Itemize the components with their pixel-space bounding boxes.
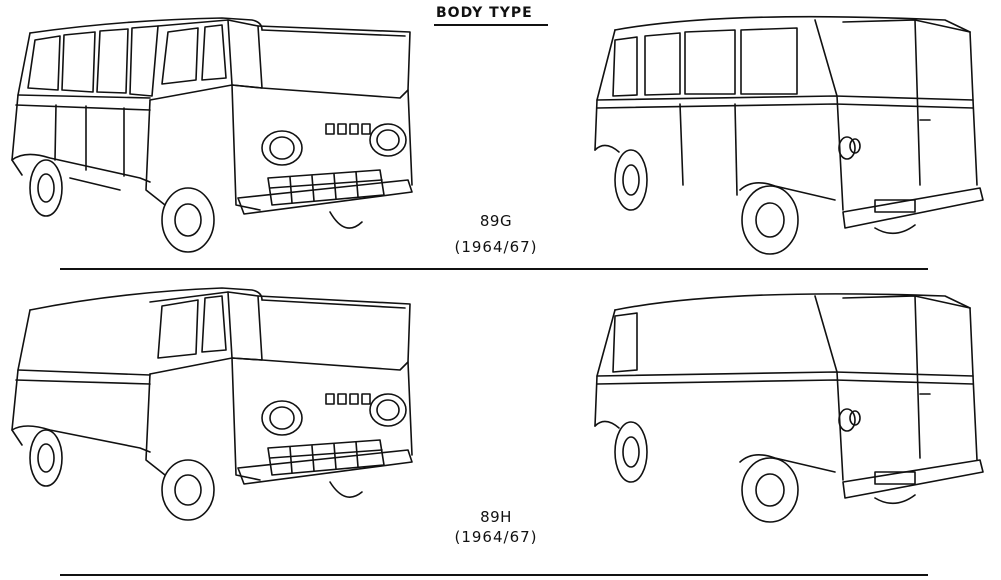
section-years-89g: (1964/67) [454, 238, 538, 256]
van-89h-rear-illustration [575, 280, 1001, 520]
van-89h-front-illustration [0, 280, 420, 520]
page-title: BODY TYPE [436, 5, 533, 21]
section-divider-bottom [60, 574, 928, 576]
section-divider-top [60, 268, 928, 270]
section-years-89h: (1964/67) [454, 528, 538, 546]
section-code-89g: 89G [479, 212, 513, 230]
title-underline [434, 24, 548, 26]
van-89g-rear-illustration [575, 0, 1001, 260]
section-code-89h: 89H [480, 508, 512, 526]
van-89g-front-illustration [0, 0, 420, 260]
